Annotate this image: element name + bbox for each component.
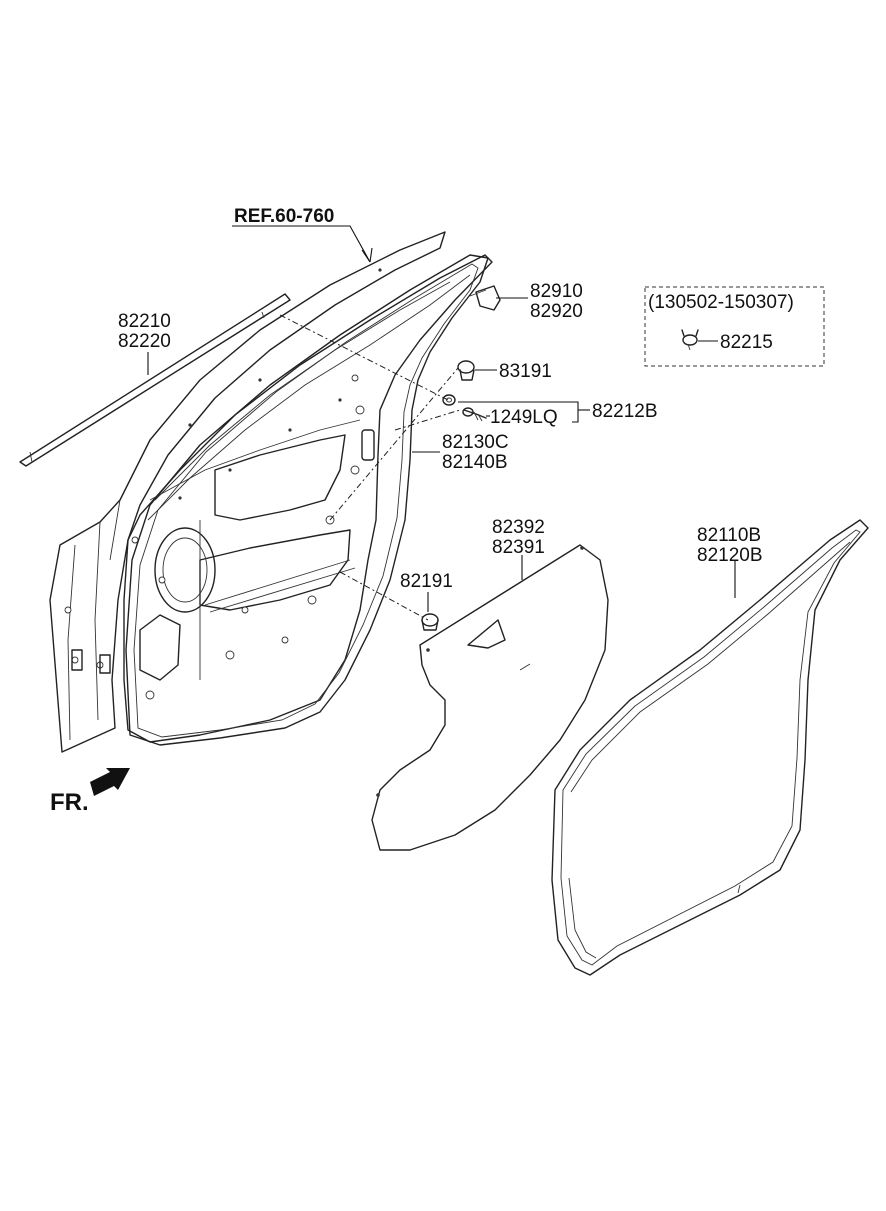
clip-82215 <box>681 329 699 351</box>
part-82140B-label: 82140B <box>442 452 508 473</box>
part-82910-label: 82910 <box>530 281 583 302</box>
date-range-label: (130502-150307) <box>648 292 794 313</box>
part-82392-label: 82392 <box>492 517 545 538</box>
part-82220-label: 82220 <box>118 331 171 352</box>
trim-seal-82392 <box>371 544 609 851</box>
window-moulding-82210 <box>19 293 291 467</box>
part-1249LQ-label: 1249LQ <box>490 407 558 428</box>
front-label: FR. <box>50 789 89 816</box>
grommet-82212B <box>442 394 456 406</box>
part-82130C-label: 82130C <box>442 432 509 453</box>
ref-label: REF.60-760 <box>234 206 334 227</box>
part-82191-label: 82191 <box>400 571 453 592</box>
clip-82910 <box>469 285 501 311</box>
assembly-line-2 <box>329 367 459 521</box>
leader-lines <box>147 225 736 612</box>
door-weatherstrip-82130C <box>125 254 489 746</box>
bumper-82191 <box>421 613 439 631</box>
door-inner-panel <box>49 231 493 753</box>
part-82212B-label: 82212B <box>592 401 658 422</box>
panel-holes <box>64 268 382 700</box>
part-82920-label: 82920 <box>530 301 583 322</box>
part-82391-label: 82391 <box>492 537 545 558</box>
part-83191-label: 83191 <box>499 361 552 382</box>
clip-83191 <box>457 360 475 381</box>
part-82120B-label: 82120B <box>697 545 763 566</box>
part-82210-label: 82210 <box>118 311 171 332</box>
assembly-line-1 <box>279 314 449 401</box>
body-weatherstrip-82110B <box>551 519 869 976</box>
part-82215-label: 82215 <box>720 332 773 353</box>
assembly-line-3 <box>339 571 429 621</box>
screw-1249LQ <box>462 407 487 422</box>
part-82110B-label: 82110B <box>697 525 761 546</box>
front-direction-arrow-icon <box>90 768 130 796</box>
assembly-line-4 <box>394 409 461 431</box>
date-range-box <box>644 286 825 367</box>
